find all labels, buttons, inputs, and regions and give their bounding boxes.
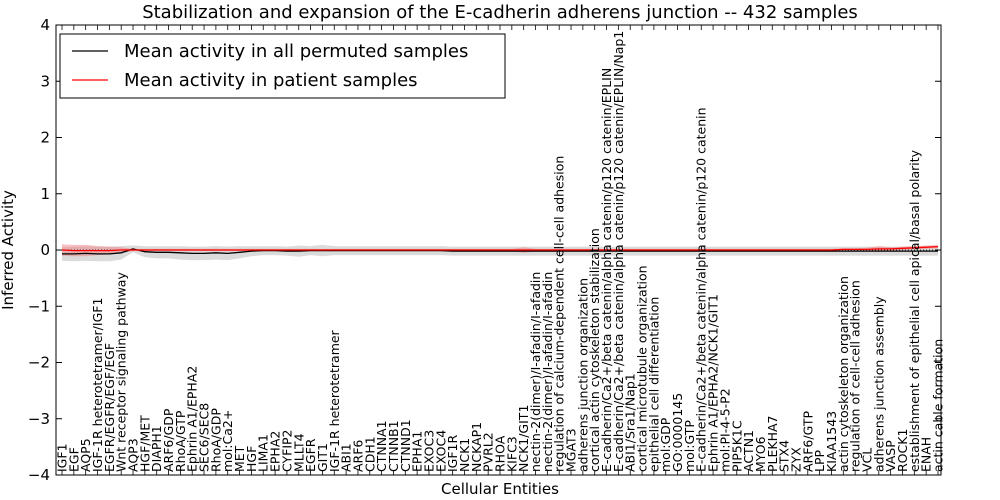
category-label: GO:0000145 <box>670 393 685 472</box>
category-label: MGAT3 <box>564 428 579 472</box>
legend-label-patient: Mean activity in patient samples <box>124 70 418 91</box>
category-label: E-cadherin/Ca2+/beta catenin/alpha caten… <box>694 107 709 472</box>
category-label: STX4 <box>777 440 792 472</box>
category-label: AQP3 <box>126 438 141 472</box>
category-label: EGFR <box>303 438 318 472</box>
category-label: SEC6/SEC8 <box>197 403 212 472</box>
category-label: ABI1/Sra1/Nap1 <box>623 373 638 472</box>
category-label: IGF1R <box>445 434 460 472</box>
category-label: KIFC3 <box>504 436 519 472</box>
category-label: NCK1/GIT1 <box>516 405 531 472</box>
category-label: ACTN1 <box>741 430 756 472</box>
category-label: PIP5K1C <box>729 420 744 472</box>
category-label: EPHA1 <box>410 431 425 472</box>
category-label: GIT1 <box>315 443 330 472</box>
category-label: EXOC3 <box>421 430 436 472</box>
chart-title: Stabilization and expansion of the E-cad… <box>142 2 858 23</box>
category-label: actin cytoskeleton organization <box>836 276 851 472</box>
category-label: adherens junction organization <box>575 278 590 472</box>
category-label: CTNND1 <box>398 419 413 472</box>
y-tick-label: −1 <box>28 297 50 315</box>
category-label: cortical microtubule organization <box>635 265 650 472</box>
y-tick-label: 0 <box>40 241 50 259</box>
y-axis-label: Inferred Activity <box>0 190 17 310</box>
category-label: ARF6/GDP <box>161 408 176 472</box>
category-label: PVRL2 <box>481 432 496 472</box>
category-label: ENAH <box>919 437 934 472</box>
y-tick-label: −2 <box>28 354 50 372</box>
category-label: E-cadherin/Ca2+/beta catenin/alpha caten… <box>599 68 614 472</box>
category-label: cortical actin cytoskeleton stabilizatio… <box>587 228 602 472</box>
y-tick-label: 1 <box>40 185 50 203</box>
category-label: MET <box>232 445 247 472</box>
category-label: regulation of calcium-dependent cell-cel… <box>552 156 567 472</box>
category-label: CTNNA1 <box>374 420 389 472</box>
category-label: RhoA/GTP <box>173 410 188 472</box>
category-label: epithelial cell differentiation <box>646 297 661 472</box>
x-axis-label: Cellular Entities <box>441 480 559 498</box>
category-label: EGF <box>66 447 81 472</box>
category-label: LPP <box>812 449 827 472</box>
category-label: nectin-2(dimer)/I-afadin/I-afadin <box>540 272 555 472</box>
category-label: adherens junction assembly <box>871 296 886 472</box>
category-label: mol:Ca2+ <box>220 410 235 472</box>
axes: −4 −3 −2 −1 0 1 2 3 4 <box>28 16 942 484</box>
category-label: LIMA1 <box>256 434 271 472</box>
y-tick-label: 4 <box>40 16 50 34</box>
category-label: ABI1 <box>339 443 354 472</box>
category-label: mol:PI-4-5-P2 <box>717 388 732 472</box>
y-tick-label: −3 <box>28 410 50 428</box>
category-label: RhoA/GDP <box>208 408 223 472</box>
category-label: nectin-2(dimer)/I-afadin/I-afadin <box>528 272 543 472</box>
category-label: CTNNB1 <box>386 420 401 472</box>
category-label: IGF-1R heterotetramer <box>327 329 342 472</box>
legend: Mean activity in all permuted samples Me… <box>59 33 506 99</box>
legend-label-permuted: Mean activity in all permuted samples <box>124 41 468 62</box>
category-label: CDH1 <box>362 436 377 472</box>
series-lines <box>56 245 941 255</box>
category-label: HGF/MET <box>137 415 152 472</box>
category-label: E-cadherin/Ca2+/beta catenin/alpha caten… <box>611 31 626 472</box>
y-tick-label: −4 <box>28 466 50 484</box>
series-line-permuted <box>62 248 938 255</box>
category-label: MYO6 <box>753 436 768 472</box>
category-label: actin cable formation <box>931 339 946 472</box>
category-label: IGF-1R heterotetramer/IGF1 <box>90 298 105 472</box>
category-label: KIAA1543 <box>824 411 839 472</box>
category-label: ZYX <box>788 447 803 472</box>
category-label: VCL <box>859 448 874 472</box>
category-label: ROCK1 <box>895 429 910 472</box>
category-label: Ephrin A1/EPHA2 <box>185 366 200 472</box>
category-label: AQP5 <box>78 438 93 472</box>
category-label: mol:GTP <box>682 420 697 472</box>
category-label: regulation of cell-cell adhesion <box>848 280 863 472</box>
category-label: MLLT4 <box>291 433 306 472</box>
legend-box <box>59 33 506 99</box>
y-tick-label: 3 <box>40 72 50 90</box>
category-label: HGF <box>244 446 259 472</box>
category-label: ARF6/GTP <box>800 411 815 472</box>
category-label: mol:GDP <box>658 417 673 472</box>
category-label: PLEKHA7 <box>765 415 780 472</box>
category-label: RHOA <box>493 435 508 472</box>
category-label: DIAPH1 <box>149 425 164 472</box>
category-label: NCKAP1 <box>469 422 484 472</box>
y-tick-label: 2 <box>40 129 50 147</box>
category-label: IGF1 <box>55 443 70 472</box>
category-label: Ephrin A1/EPHA2/NCK1/GIT1 <box>706 294 721 472</box>
category-label: establishment of epithelial cell apical/… <box>907 149 922 472</box>
category-label: EGFR/EGFR/EGF/EGF <box>102 343 117 472</box>
category-label: CYFIP2 <box>279 429 294 472</box>
category-label: VASP <box>883 440 898 472</box>
category-label: NCK1 <box>457 438 472 472</box>
category-label: ARF6 <box>350 440 365 472</box>
series-line-patient <box>61 245 939 252</box>
category-label: Wnt receptor signaling pathway <box>114 272 129 472</box>
category-label: EXOC4 <box>433 430 448 472</box>
category-label: EPHA2 <box>268 431 283 472</box>
